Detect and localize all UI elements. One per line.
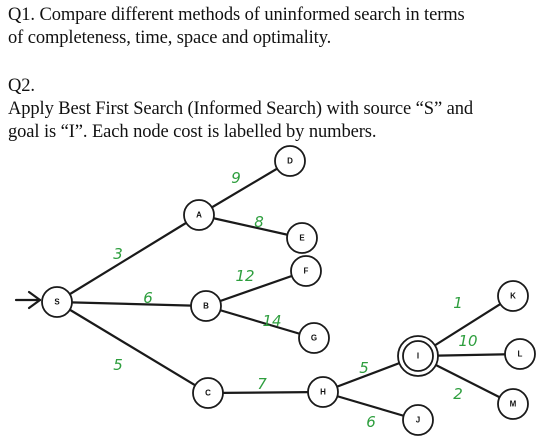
node-circle-l: [504, 338, 536, 370]
question-2-line-2: goal is “I”. Each node cost is labelled …: [8, 122, 377, 142]
source-arrow: [14, 290, 42, 310]
node-circle-a: [183, 199, 215, 231]
cost-label-a-e: 8: [254, 213, 264, 231]
node-label-a: A: [196, 211, 202, 220]
node-i: I: [397, 335, 439, 377]
cost-label-i-m: 2: [453, 385, 463, 403]
node-label-e: E: [299, 234, 305, 243]
node-label-m: M: [510, 400, 517, 409]
node-circle-m: [497, 388, 529, 420]
cost-label-s-c: 5: [113, 356, 123, 374]
node-l: L: [504, 338, 536, 370]
cost-label-h-j: 6: [366, 413, 376, 431]
graph-edge-costs: 3 6 5 9 8 12 14 7 5 6 1 10 2: [113, 169, 477, 431]
node-label-g: G: [311, 334, 317, 343]
node-d: D: [274, 145, 306, 177]
node-label-i: I: [417, 352, 419, 361]
node-s: S: [41, 286, 73, 318]
node-label-c: C: [205, 389, 211, 398]
source-arrow-head-icon: [27, 290, 42, 310]
node-g: G: [298, 322, 330, 354]
node-circle-i: [402, 340, 434, 372]
question-2-line-1: Apply Best First Search (Informed Search…: [8, 99, 474, 119]
cost-label-c-h: 7: [257, 375, 267, 393]
node-label-b: B: [203, 302, 209, 311]
cost-label-s-b: 6: [143, 289, 153, 307]
node-circle-f: [290, 255, 322, 287]
edge-a-e: [197, 213, 304, 240]
question-1: Q1. Compare different methods of uninfor…: [8, 4, 537, 50]
node-circle-c: [192, 377, 224, 409]
node-f: F: [290, 255, 322, 287]
cost-label-b-f: 12: [235, 267, 254, 285]
node-circle-e: [286, 222, 318, 254]
edge-s-c: [55, 300, 210, 395]
node-m: M: [497, 388, 529, 420]
node-circle-h: [307, 376, 339, 408]
node-circle-j: [402, 404, 434, 436]
node-e: E: [286, 222, 318, 254]
cost-label-i-l: 10: [458, 332, 477, 350]
node-label-d: D: [287, 157, 293, 166]
node-b: B: [190, 290, 222, 322]
node-label-h: H: [320, 388, 326, 397]
node-label-k: K: [510, 292, 516, 301]
edge-s-b: [55, 300, 208, 308]
cost-label-i-k: 1: [453, 294, 463, 312]
graph-edges: [55, 159, 522, 422]
edge-a-d: [197, 159, 292, 217]
edge-s-a: [55, 213, 201, 304]
node-j: J: [402, 404, 434, 436]
cost-label-s-a: 3: [113, 245, 123, 263]
node-h: H: [307, 376, 339, 408]
node-c: C: [192, 377, 224, 409]
node-label-j: J: [416, 416, 420, 425]
question-1-line-2: of completeness, time, space and optimal…: [8, 28, 332, 48]
node-circle-g: [298, 322, 330, 354]
node-a: A: [183, 199, 215, 231]
cost-label-h-i: 5: [359, 359, 369, 377]
cost-label-b-g: 14: [262, 312, 281, 330]
node-circle-s: [41, 286, 73, 318]
node-circle-k: [497, 280, 529, 312]
node-label-f: F: [304, 267, 309, 276]
edge-b-f: [204, 269, 308, 308]
node-label-l: L: [518, 350, 523, 359]
question-2-heading: Q2.: [8, 76, 35, 96]
edge-b-g: [204, 304, 316, 340]
node-circle-b: [190, 290, 222, 322]
edge-c-h: [206, 390, 325, 395]
question-2: Q2. Apply Best First Search (Informed Se…: [8, 75, 537, 144]
graph-nodes: S A B C D E F G H I J K L M: [41, 145, 536, 436]
node-circle-d: [274, 145, 306, 177]
node-label-s: S: [54, 298, 60, 307]
question-1-line-1: Q1. Compare different methods of uninfor…: [8, 5, 465, 25]
node-k: K: [497, 280, 529, 312]
cost-label-a-d: 9: [231, 169, 241, 187]
edge-h-j: [321, 390, 420, 422]
